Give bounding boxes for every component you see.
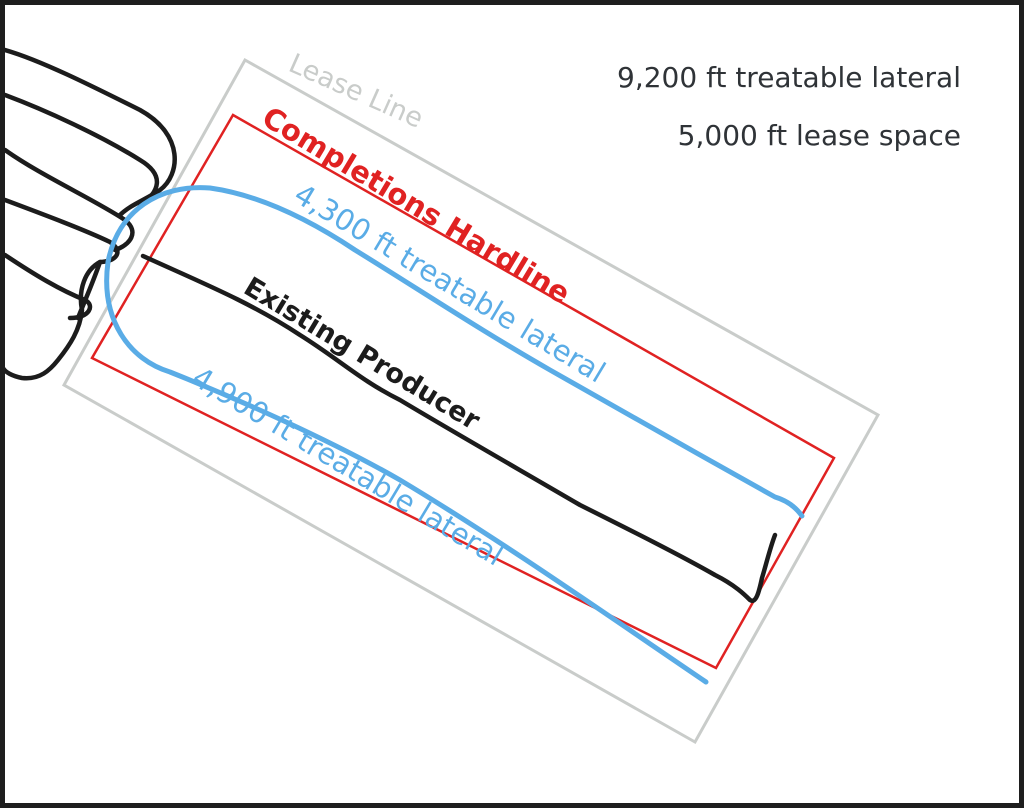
total-lateral-summary: 9,200 ft treatable lateral <box>617 61 961 94</box>
completions-hardline-boundary <box>90 113 836 670</box>
treatable-lateral-wellbore <box>104 185 805 685</box>
lower-lateral-label: 4,900 ft treatable lateral <box>186 360 509 573</box>
lease-line-boundary <box>61 57 881 745</box>
existing-producer-wellbore <box>140 253 778 603</box>
surface-pad-sketch <box>5 47 177 381</box>
lease-space-summary: 5,000 ft lease space <box>677 119 961 152</box>
